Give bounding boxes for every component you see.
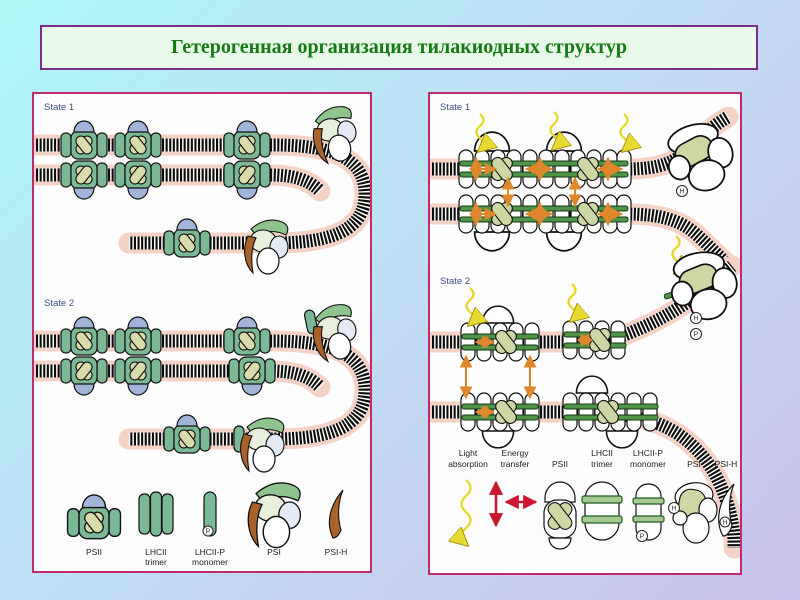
p-badge: P: [636, 530, 648, 542]
legend-label-lhciip2: monomer: [630, 459, 666, 469]
state1-label: State 1: [44, 102, 74, 113]
h-badge: H: [719, 516, 731, 528]
state2-label: State 2: [440, 276, 470, 287]
legend-label-psi-h: PSI-H: [325, 547, 348, 557]
grana-protein-block: [460, 305, 540, 449]
psi-complex: [243, 219, 289, 275]
slide-title: Гетерогенная организация тилакиодных стр…: [171, 36, 627, 58]
psii-supercomplex-pair: [223, 120, 271, 200]
legend-label-lhcii: LHCII: [591, 448, 613, 458]
legend-lhcii-p-monomer-icon: P: [202, 491, 217, 537]
legend-lhcii-trimer-icon: [138, 491, 174, 537]
right-diagram: State 1: [430, 102, 740, 559]
psii-on-stroma-lamella: [163, 414, 211, 454]
psii-on-stroma-lamella: [163, 218, 211, 258]
legend-label-lhcii2: trimer: [145, 557, 167, 567]
left-diagram-panel: State 1: [32, 92, 372, 573]
svg-text:H: H: [722, 520, 727, 527]
psii-supercomplex-pair: [114, 316, 162, 396]
legend-label-lhciip: LHCII-P: [633, 448, 664, 458]
stroma-protein-group: [562, 375, 659, 449]
svg-text:H: H: [671, 506, 676, 513]
p-badge: P: [690, 328, 702, 340]
psii-supercomplex-pair: [60, 316, 108, 396]
legend-label-lhciip: LHCII-P: [195, 547, 226, 557]
psii-supercomplex-pair: [114, 120, 162, 200]
grana-protein-block: [458, 131, 632, 252]
psii-supercomplex-pair: [60, 120, 108, 200]
legend-energy-transfer-icon: [488, 480, 538, 528]
h-badge: H: [690, 312, 702, 324]
title-box: Гетерогенная организация тилакиодных стр…: [40, 25, 758, 70]
svg-text:P: P: [694, 332, 699, 339]
h-badge: H: [676, 185, 688, 197]
legend-lhcii-trimer-icon: [581, 481, 623, 541]
state1-label: State 1: [440, 102, 470, 113]
legend-label-psi: PSI: [687, 459, 701, 469]
legend-label-light: Light: [459, 448, 478, 458]
legend-psi-h-icon: H: [718, 483, 735, 537]
left-state1-diagram: State 1: [34, 102, 370, 275]
legend-psi-icon: H: [668, 482, 718, 544]
legend-psii-icon: [543, 481, 577, 550]
left-state2-diagram: State 2: [34, 298, 370, 473]
right-legend: Light absorption Energy transfer PSII LH…: [448, 448, 738, 550]
legend-label-psi-h: PSI-H: [715, 459, 738, 469]
legend-psi-h-icon: [328, 489, 344, 539]
legend-psi-icon: [247, 482, 302, 549]
thylakoid-membranes: [34, 134, 370, 254]
psii-on-stroma-lamella: [228, 356, 276, 396]
svg-text:H: H: [693, 316, 698, 323]
legend-psii-icon: [66, 494, 122, 540]
right-state2-diagram: State 2: [430, 236, 740, 559]
right-state1-diagram: State 1: [430, 102, 740, 277]
legend-label-lhcii2: trimer: [591, 459, 613, 469]
psii-on-stroma-lamella: [223, 316, 271, 356]
legend-label-psii: PSII: [552, 459, 568, 469]
left-diagram: State 1: [34, 102, 370, 567]
legend-label-psi: PSI: [267, 547, 281, 557]
svg-text:P: P: [640, 534, 645, 541]
energy-transfer-arrows: [468, 156, 624, 227]
stroma-protein-group: [562, 320, 627, 360]
legend-label-energy2: transfer: [501, 459, 530, 469]
svg-text:H: H: [679, 189, 684, 196]
legend-label-energy: Energy: [502, 448, 530, 458]
legend-lhcii-p-monomer-icon: P: [632, 483, 665, 542]
legend-label-lhciip2: monomer: [192, 557, 228, 567]
h-badge: H: [668, 502, 680, 514]
legend-label-lhcii: LHCII: [145, 547, 167, 557]
p-badge: P: [202, 525, 214, 537]
psi-complex: [239, 417, 285, 473]
state2-label: State 2: [44, 298, 74, 309]
left-legend: P PSII LHCII trimer LHCII-P monomer PSI …: [66, 482, 348, 567]
legend-label-psii: PSII: [86, 547, 102, 557]
legend-light-absorption-icon: [462, 480, 471, 544]
right-diagram-panel: State 1: [428, 92, 742, 575]
legend-label-light2: absorption: [448, 459, 488, 469]
svg-text:P: P: [206, 529, 211, 536]
